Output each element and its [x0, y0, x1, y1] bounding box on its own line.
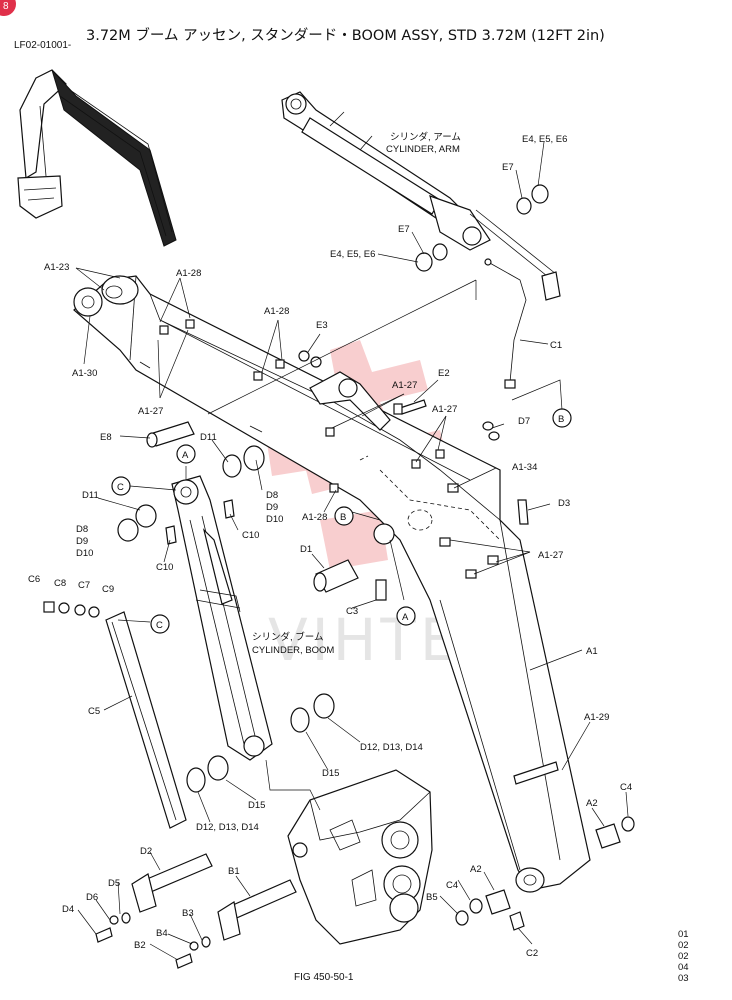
revision-2: 02 — [678, 940, 689, 951]
label-a1-27-c: A1-27 — [432, 404, 457, 415]
label-d7: D7 — [518, 416, 530, 427]
upper-frame-bracket — [287, 769, 433, 945]
callout-a-mid: A — [396, 606, 416, 626]
label-d10-b: D10 — [76, 548, 93, 559]
label-a1-27-b: A1-27 — [392, 380, 417, 391]
arm-cylinder — [281, 91, 561, 301]
label-c4-b: C4 — [446, 880, 458, 891]
caption-arm-jp: シリンダ, アーム — [390, 131, 461, 143]
label-d12-a: D12, D13, D14 — [360, 742, 423, 753]
part-labels: A1-23 A1-28 A1-30 A1-27 A1-28 E3 A1-27 E… — [28, 134, 632, 959]
label-c7: C7 — [78, 580, 90, 591]
label-e8: E8 — [100, 432, 112, 443]
label-d4: D4 — [62, 904, 74, 915]
leader-lines — [75, 141, 629, 961]
figure-number: FIG 450-50-1 — [294, 972, 354, 983]
label-d1: D1 — [300, 544, 312, 555]
label-a1-28-c: A1-28 — [302, 512, 327, 523]
page-code: LF02-01001- — [14, 40, 71, 51]
boom-structure — [73, 275, 591, 893]
excavator-thumbnail — [17, 69, 177, 247]
callout-b-top: B — [552, 408, 572, 428]
page-title: 3.72M ブーム アッセン, スタンダード・BOOM ASSY, STD 3.… — [86, 26, 605, 44]
label-d9-a: D9 — [266, 502, 278, 513]
label-d5: D5 — [108, 878, 120, 889]
bracket-c5 — [105, 611, 187, 829]
label-d15-b: D15 — [248, 800, 265, 811]
label-a1-34: A1-34 — [512, 462, 537, 473]
label-b5: B5 — [426, 892, 438, 903]
caption-boom-en: CYLINDER, BOOM — [252, 645, 334, 656]
revision-1: 01 — [678, 929, 689, 940]
label-c9: C9 — [102, 584, 114, 595]
caption-boom-jp: シリンダ, ブーム — [252, 631, 324, 643]
boom-cylinder — [171, 475, 273, 761]
label-b3: B3 — [182, 908, 194, 919]
svg-text:A: A — [182, 450, 189, 461]
callout-c-left: C — [111, 476, 131, 496]
label-b2: B2 — [134, 940, 146, 951]
label-b1: B1 — [228, 866, 240, 877]
label-a1-27-d: A1-27 — [538, 550, 563, 561]
label-c10-a: C10 — [242, 530, 259, 541]
label-c5: C5 — [88, 706, 100, 717]
label-a1-28-a: A1-28 — [176, 268, 201, 279]
label-a1-23: A1-23 — [44, 262, 69, 273]
label-a1-29: A1-29 — [584, 712, 609, 723]
callout-b-mid: B — [334, 506, 354, 526]
revision-list: 01 02 02 04 03 — [678, 929, 689, 984]
caption-arm-en: CYLINDER, ARM — [386, 144, 460, 155]
corner-badge-text: 8 — [3, 1, 9, 12]
label-d12-b: D12, D13, D14 — [196, 822, 259, 833]
label-d8-b: D8 — [76, 524, 88, 535]
label-a1-30: A1-30 — [72, 368, 97, 379]
label-b4: B4 — [156, 928, 168, 939]
label-c2: C2 — [526, 948, 538, 959]
label-d10-a: D10 — [266, 514, 283, 525]
svg-text:B: B — [558, 414, 564, 425]
hose-c1 — [487, 261, 527, 383]
label-d2: D2 — [140, 846, 152, 857]
label-a2-a: A2 — [586, 798, 598, 809]
label-d11-a: D11 — [200, 432, 217, 443]
callout-a-top: A — [176, 444, 196, 464]
label-d8-a: D8 — [266, 490, 278, 501]
label-c3: C3 — [346, 606, 358, 617]
revision-4: 04 — [678, 962, 689, 973]
label-c1: C1 — [550, 340, 562, 351]
label-d6: D6 — [86, 892, 98, 903]
svg-text:A: A — [402, 612, 409, 623]
label-c6: C6 — [28, 574, 40, 585]
label-e4-e5-e6-b: E4, E5, E6 — [330, 249, 375, 260]
label-a1-28-b: A1-28 — [264, 306, 289, 317]
label-a1-27-a: A1-27 — [138, 406, 163, 417]
label-a1: A1 — [586, 646, 598, 657]
svg-text:C: C — [156, 620, 163, 631]
label-c4-a: C4 — [620, 782, 632, 793]
label-d9-b: D9 — [76, 536, 88, 547]
revision-3: 02 — [678, 951, 689, 962]
svg-text:B: B — [340, 512, 346, 523]
revision-5: 03 — [678, 973, 689, 984]
label-c10-b: C10 — [156, 562, 173, 573]
label-d11-b: D11 — [82, 490, 99, 501]
label-a2-b: A2 — [470, 864, 482, 875]
label-d3: D3 — [558, 498, 570, 509]
svg-text:C: C — [117, 482, 124, 493]
label-e2: E2 — [438, 368, 450, 379]
label-e7-b: E7 — [398, 224, 410, 235]
corner-badge — [0, 0, 16, 16]
label-e7-a: E7 — [502, 162, 514, 173]
label-d15-a: D15 — [322, 768, 339, 779]
label-e4-e5-e6-a: E4, E5, E6 — [522, 134, 567, 145]
callout-c-bracket: C — [150, 614, 170, 634]
label-c8: C8 — [54, 578, 66, 589]
label-e3: E3 — [316, 320, 328, 331]
